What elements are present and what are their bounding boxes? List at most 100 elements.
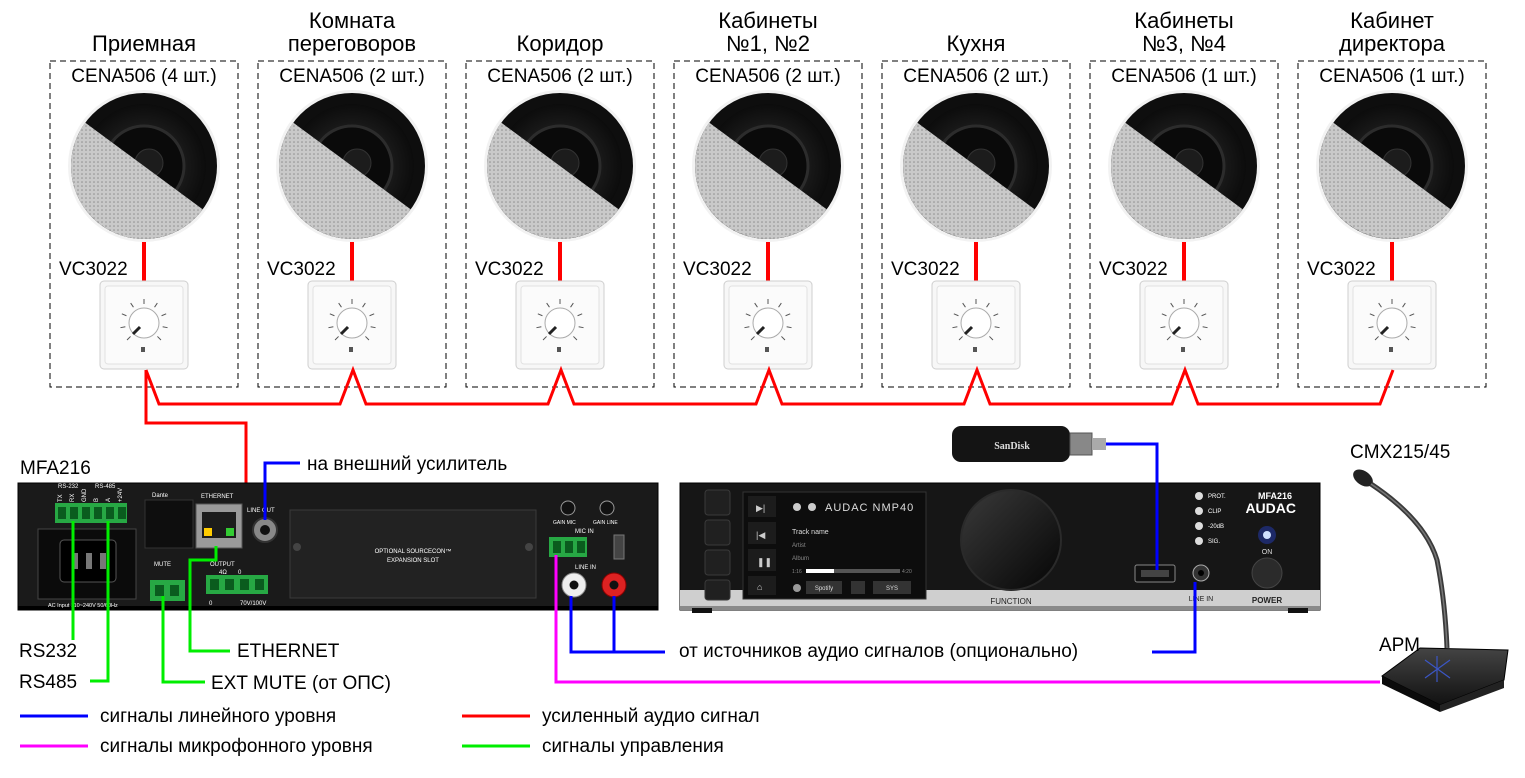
mic-base — [1381, 647, 1509, 706]
screen-title: AUDAC NMP40 — [825, 502, 914, 514]
volume-controller-icon — [307, 280, 397, 370]
volume-controller-label: VC3022 — [891, 259, 960, 280]
svg-text:❚❚: ❚❚ — [757, 557, 772, 568]
front-brand-label: AUDAC — [1245, 500, 1296, 516]
volume-controller-icon — [1347, 280, 1437, 370]
spotify-button: Spotify — [815, 586, 833, 592]
line-out-label: LINE OUT — [247, 508, 275, 514]
status-led-label: PROT. — [1208, 494, 1226, 500]
ac-input-label: AC Input 110~240V 50/60Hz — [48, 603, 118, 609]
volume-controller-icon — [99, 280, 189, 370]
svg-text:|◀: |◀ — [756, 530, 765, 540]
cmx215-microphone — [1353, 469, 1509, 712]
usb-brand-label: SanDisk — [994, 441, 1030, 452]
speaker-model-label: CENA506 (2 шт.) — [695, 66, 840, 87]
dante-label: Dante — [152, 493, 169, 499]
mic-device-title: CMX215/45 — [1350, 442, 1450, 463]
rs232-annotation: RS232 — [19, 641, 77, 662]
mic-wire — [554, 555, 1380, 684]
zone-border — [881, 60, 1071, 388]
legend-item: сигналы линейного уровня — [20, 706, 336, 727]
usb-stick-body — [952, 426, 1070, 462]
track-album: Album — [792, 556, 809, 562]
output-0-label: 0 — [209, 601, 213, 607]
zone-title: №1, №2 — [726, 31, 810, 56]
speaker-icon — [692, 90, 844, 242]
legend-label: сигналы линейного уровня — [100, 706, 336, 727]
sys-button: SYS — [886, 586, 898, 592]
function-knob — [960, 489, 1062, 591]
front-line-in-wire — [1152, 582, 1197, 654]
ethernet-annotation: ETHERNET — [237, 641, 340, 662]
speaker-model-label: CENA506 (2 шт.) — [487, 66, 632, 87]
zone-border — [49, 60, 239, 388]
volume-controller-label: VC3022 — [267, 259, 336, 280]
legend-item: сигналы микрофонного уровня — [20, 736, 373, 757]
expansion-slot-label-2: EXPANSION SLOT — [387, 558, 439, 564]
speaker-icon — [484, 90, 636, 242]
zone-title: Кухня — [947, 31, 1006, 56]
mic-in-label: MIC IN — [575, 529, 594, 535]
svg-text:⌂: ⌂ — [757, 582, 762, 592]
zone-border — [1297, 60, 1487, 388]
external-amp-label: на внешний усилитель — [307, 454, 507, 475]
line-out-wire — [263, 461, 300, 520]
rs485-port-label: RS-485 — [95, 484, 116, 490]
zone-title: Кабинеты — [1134, 8, 1233, 33]
ethernet-port-label: ETHERNET — [201, 494, 234, 500]
track-time-elapsed: 1:16 — [792, 569, 802, 575]
rs232-port-label: RS-232 — [58, 484, 79, 490]
zone-border — [465, 60, 655, 388]
front-line-in-label: LINE IN — [1189, 596, 1214, 603]
zone-title: переговоров — [288, 31, 416, 56]
volume-controller-icon — [1139, 280, 1229, 370]
output-terminal — [206, 575, 268, 594]
zone-title: Кабинеты — [718, 8, 817, 33]
track-progress-bar — [806, 569, 834, 573]
mute-label: MUTE — [154, 562, 171, 568]
legend-item: усиленный аудио сигнал — [462, 706, 760, 727]
legend-label: усиленный аудио сигнал — [542, 706, 760, 727]
output-4ohm-label: 4Ω — [219, 570, 227, 576]
zone-title: №3, №4 — [1142, 31, 1226, 56]
pin-label: TX — [58, 494, 64, 502]
speaker-model-label: CENA506 (2 шт.) — [903, 66, 1048, 87]
expansion-slot-label-1: OPTIONAL SOURCECON™ — [375, 548, 452, 555]
power-label: POWER — [1252, 596, 1282, 605]
zone-title: Коридор — [517, 31, 604, 56]
mfa216-front-panel: ▶| |◀ ❚❚ ⌂ AUDAC NMP40 Track name Artist… — [679, 482, 1321, 613]
apm-label: АРМ — [1379, 635, 1420, 656]
speaker-icon — [1316, 90, 1468, 242]
usb-wire — [1106, 442, 1159, 570]
rca-left-wire — [569, 596, 665, 654]
gain-line-label: GAIN LINE — [593, 520, 618, 526]
pin-label: B — [94, 498, 100, 502]
status-led-label: -20dB — [1208, 524, 1224, 530]
ext-mute-annotation: EXT MUTE (от ОПС) — [211, 673, 391, 694]
pin-label: A — [106, 498, 112, 502]
track-time-total: 4:20 — [902, 569, 912, 575]
rs485-wire — [90, 521, 110, 683]
status-led — [1195, 492, 1203, 500]
line-in-label: LINE IN — [575, 565, 596, 571]
zone-title: Кабинет — [1350, 8, 1434, 33]
pin-label: +24V — [118, 488, 124, 502]
rear-device-title: MFA216 — [20, 458, 91, 479]
volume-controller-icon — [931, 280, 1021, 370]
volume-controller-label: VC3022 — [59, 259, 128, 280]
gain-mic-knob — [560, 500, 576, 516]
usb-stick: SanDisk — [952, 426, 1106, 462]
ethernet-wire — [188, 546, 230, 653]
